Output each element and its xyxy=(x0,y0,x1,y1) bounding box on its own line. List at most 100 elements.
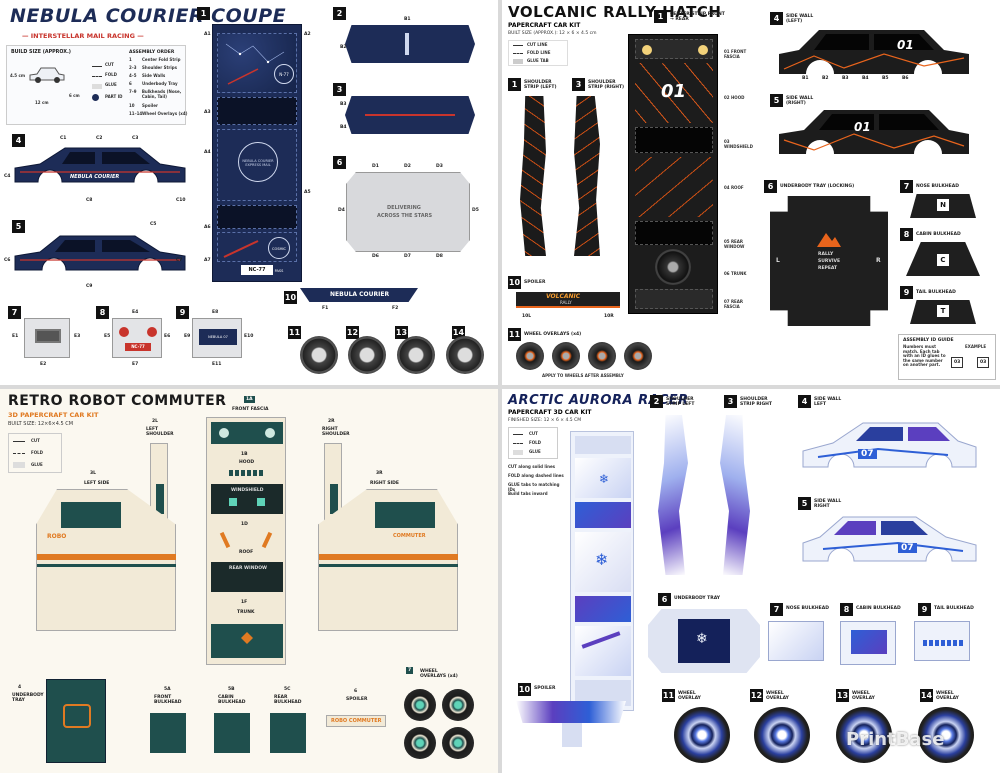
part-label: SHOULDER STRIP LEFT xyxy=(666,397,695,408)
nebula-side-wall-left xyxy=(14,147,186,183)
arctic-subtitle: PAPERCRAFT 3D CAR KIT xyxy=(508,409,592,416)
part-number-badge: 1 xyxy=(654,10,667,23)
nebula-dim-l: 12 cm xyxy=(35,100,49,105)
bulkhead-letter: C xyxy=(937,254,949,266)
part-id: A7 xyxy=(204,258,211,263)
stamp-badge: COSMIC PASS xyxy=(268,237,290,273)
part-label: TRUNK xyxy=(237,610,255,615)
arctic-spoiler xyxy=(516,701,626,723)
legend-fold: FOLD xyxy=(105,72,118,77)
part-label: CABIN BULKHEAD xyxy=(916,232,961,237)
part-id: D4 xyxy=(338,208,345,213)
part-id: 5C xyxy=(284,687,291,692)
part-label: SPOILER xyxy=(534,686,556,691)
spoiler-text: ROBO COMMUTER xyxy=(331,718,382,724)
arctic-instructions: CUT along solid lines FOLD along dashed … xyxy=(508,464,564,501)
windshield-panel xyxy=(575,502,631,528)
part-label: CABIN BULKHEAD xyxy=(856,606,901,611)
rear-fascia xyxy=(635,289,713,309)
part-id: E8 xyxy=(212,310,219,315)
part-id: 4 xyxy=(18,685,22,690)
part-id: E5 xyxy=(104,334,111,339)
strip-label: 05 REAR WINDOW xyxy=(724,239,745,249)
part-number-badge: 7 xyxy=(770,603,783,616)
roof-panel: NEBULA COURIER EXPRESS MAIL xyxy=(217,129,297,201)
part-number-badge: 7 xyxy=(8,306,21,319)
part-number-badge: 9 xyxy=(918,603,931,616)
part-id: C2 xyxy=(96,136,103,141)
nebula-side-brand: NEBULA COURIER xyxy=(70,174,120,180)
side-brand: COMMUTER xyxy=(393,533,426,539)
retro-underbody-tray xyxy=(46,679,106,763)
spare-wheel-icon xyxy=(655,249,691,285)
constellation-graphic xyxy=(225,43,285,85)
id-guide-heading: ASSEMBLY ID GUIDE xyxy=(903,338,954,343)
part-id: D3 xyxy=(436,164,443,169)
retro-cabin-bulkhead xyxy=(214,713,250,753)
hood-panel: N-77 xyxy=(217,33,297,93)
wheel-overlay xyxy=(552,342,580,370)
legend-glue: GLUE xyxy=(529,449,541,454)
part-number-badge: 1 xyxy=(197,7,210,20)
volcanic-shoulder-right xyxy=(574,96,600,256)
part-label: WHEEL OVERLAYS (x4) xyxy=(420,669,458,680)
part-id: D7 xyxy=(404,254,411,259)
part-label: WHEEL OVERLAY xyxy=(766,691,789,702)
tray-side-r: R xyxy=(876,257,881,264)
part-label: FRONT BULKHEAD xyxy=(154,695,182,706)
part-label: LEFT SIDE xyxy=(84,481,110,486)
side-number: 07 xyxy=(898,543,917,553)
nebula-spoiler: NEBULA COURIER xyxy=(300,288,418,302)
car-silhouette-icon xyxy=(29,67,65,83)
part-id: A1 xyxy=(204,32,211,37)
part-id: A4 xyxy=(204,150,211,155)
instruction: GLUE tabs to matching IDs xyxy=(508,482,560,492)
legend-cut: CUT xyxy=(105,62,114,67)
retro-right-side: COMMUTER xyxy=(318,489,458,631)
part-number-badge: 3 xyxy=(572,78,585,91)
part-id: C8 xyxy=(86,198,93,203)
spoiler-text: NEBULA COURIER xyxy=(330,291,390,298)
part-id: E2 xyxy=(40,362,47,367)
part-label: REAR WINDOW xyxy=(229,566,267,571)
nebula-cabin-bulkhead: NC-77 xyxy=(112,318,162,358)
part-id: E1 xyxy=(12,334,19,339)
part-number-badge: 11 xyxy=(508,328,521,341)
part-id: 7 xyxy=(406,667,414,675)
roof-antenna-icon xyxy=(219,531,231,549)
part-id: E10 xyxy=(244,334,254,339)
snowflake-icon: ❄ xyxy=(595,550,609,569)
nebula-title: NEBULA COURIER COUPE xyxy=(10,5,287,27)
part-id: B1 xyxy=(404,17,411,22)
strip-label: 06 TRUNK xyxy=(724,271,747,276)
nebula-dim-w: 6 cm xyxy=(69,93,80,98)
nebula-sheet: NEBULA COURIER COUPE — INTERSTELLAR MAIL… xyxy=(0,0,498,385)
retro-left-side: ROBO xyxy=(36,489,176,631)
part-label: SHOULDER STRIP (RIGHT) xyxy=(588,80,625,91)
nebula-tail-bulkhead: NEBULA 07 xyxy=(192,318,242,358)
car-number: 01 xyxy=(661,81,687,102)
part-id: F2 xyxy=(392,306,399,311)
part-number-badge: 10 xyxy=(518,683,531,696)
hood-badge: N-77 xyxy=(274,64,294,84)
arctic-shoulder-left xyxy=(658,415,688,575)
volcanic-build-size: BUILT SIZE (APPROX.): 12 × 6 × 4.5 cm xyxy=(508,31,597,36)
instruction: FOLD along dashed lines xyxy=(508,473,564,478)
part-label: CABIN BULKHEAD xyxy=(218,695,246,706)
part-label: SPOILER xyxy=(346,697,368,702)
part-label: REAR BULKHEAD xyxy=(274,695,302,706)
part-id: D1 xyxy=(372,164,379,169)
bulkhead-plate: NC-77 xyxy=(125,343,151,351)
part-id: B5 xyxy=(882,76,889,81)
windshield-panel: WINDSHIELD xyxy=(211,484,283,514)
hood-panel: ❄ xyxy=(575,458,631,498)
part-id: C9 xyxy=(86,284,93,289)
tray-slogan: SURVIVE xyxy=(818,259,841,264)
strip-label: 04 ROOF xyxy=(724,185,744,190)
part-id: D8 xyxy=(436,254,443,259)
part-id: C5 xyxy=(150,222,157,227)
part-id: C1 xyxy=(60,136,67,141)
